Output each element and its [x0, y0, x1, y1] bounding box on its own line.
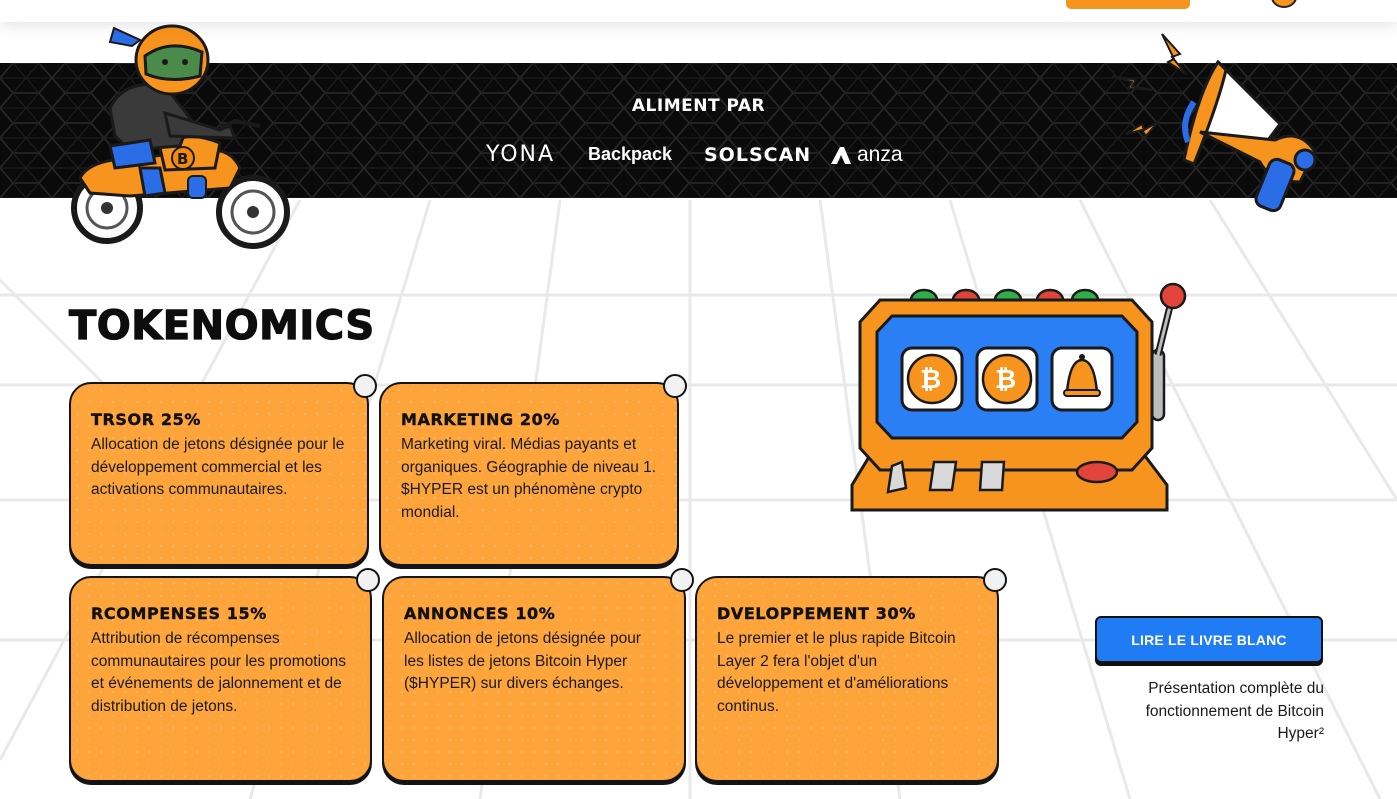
card-pin-icon: [356, 568, 380, 592]
whitepaper-description: Présentation complète du fonctionnement …: [1145, 680, 1324, 742]
partner-logo-solscan[interactable]: SOLSCAN: [704, 144, 812, 166]
motorcycle-rider-illustration: B: [71, 24, 290, 249]
bell-icon: [1063, 354, 1101, 397]
megaphone-illustration: [1111, 33, 1317, 213]
card-text: Le premier et le plus rapide Bitcoin Lay…: [717, 630, 956, 715]
card-text: Allocation de jetons désignée pour le dé…: [91, 436, 345, 498]
svg-text:₿: ₿: [920, 365, 941, 395]
tokenomics-card-listings: ANNONCES 10% Allocation de jetons désign…: [382, 568, 694, 782]
card-pin-icon: [353, 374, 377, 398]
slot-machine-illustration: ₿ ₿: [850, 282, 1187, 512]
card-title: MARKETING 20%: [401, 410, 561, 429]
tokenomics-card-marketing: MARKETING 20% Marketing viral. Médias pa…: [379, 374, 687, 566]
tokenomics-card-development: DVELOPPEMENT 30% Le premier et le plus r…: [695, 568, 1007, 782]
tokenomics-card-rewards: RCOMPENSES 15% Attribution de récompense…: [69, 568, 380, 782]
card-title: TRSOR 25%: [91, 410, 201, 429]
band-title: ALIMENT PAR: [631, 96, 766, 116]
card-pin-icon: [983, 568, 1007, 592]
anza-logo-icon: [831, 147, 851, 164]
bitcoin-icon: ₿: [906, 353, 958, 405]
card-text: Allocation de jetons désignée pour les l…: [404, 630, 641, 692]
section-heading: TOKENOMICS: [68, 302, 375, 349]
bitcoin-icon: ₿: [981, 353, 1033, 405]
anza-logo-label: anza: [857, 143, 903, 166]
nav-buy-button[interactable]: [1066, 0, 1190, 9]
svg-text:₿: ₿: [995, 365, 1016, 395]
card-pin-icon: [663, 374, 687, 398]
card-title: RCOMPENSES 15%: [91, 604, 267, 623]
nav-coin-icon[interactable]: [1271, 0, 1297, 8]
card-text: Marketing viral. Médias payants et organ…: [401, 436, 657, 521]
card-title: ANNONCES 10%: [404, 604, 556, 623]
tokenomics-card-treasury: TRSOR 25% Allocation de jetons désignée …: [69, 374, 377, 566]
partner-logo-yona[interactable]: YONA: [486, 142, 556, 167]
svg-text:B: B: [177, 150, 188, 168]
top-navigation: [0, 0, 1397, 22]
partner-logo-anza[interactable]: anza: [829, 143, 903, 167]
card-title: DVELOPPEMENT 30%: [717, 604, 916, 623]
whitepaper-button[interactable]: LIRE LE LIVRE BLANC: [1095, 616, 1323, 663]
partner-logo-backpack[interactable]: Backpack: [588, 144, 673, 164]
card-pin-icon: [670, 568, 694, 592]
card-text: Attribution de récompenses communautaire…: [91, 630, 347, 715]
